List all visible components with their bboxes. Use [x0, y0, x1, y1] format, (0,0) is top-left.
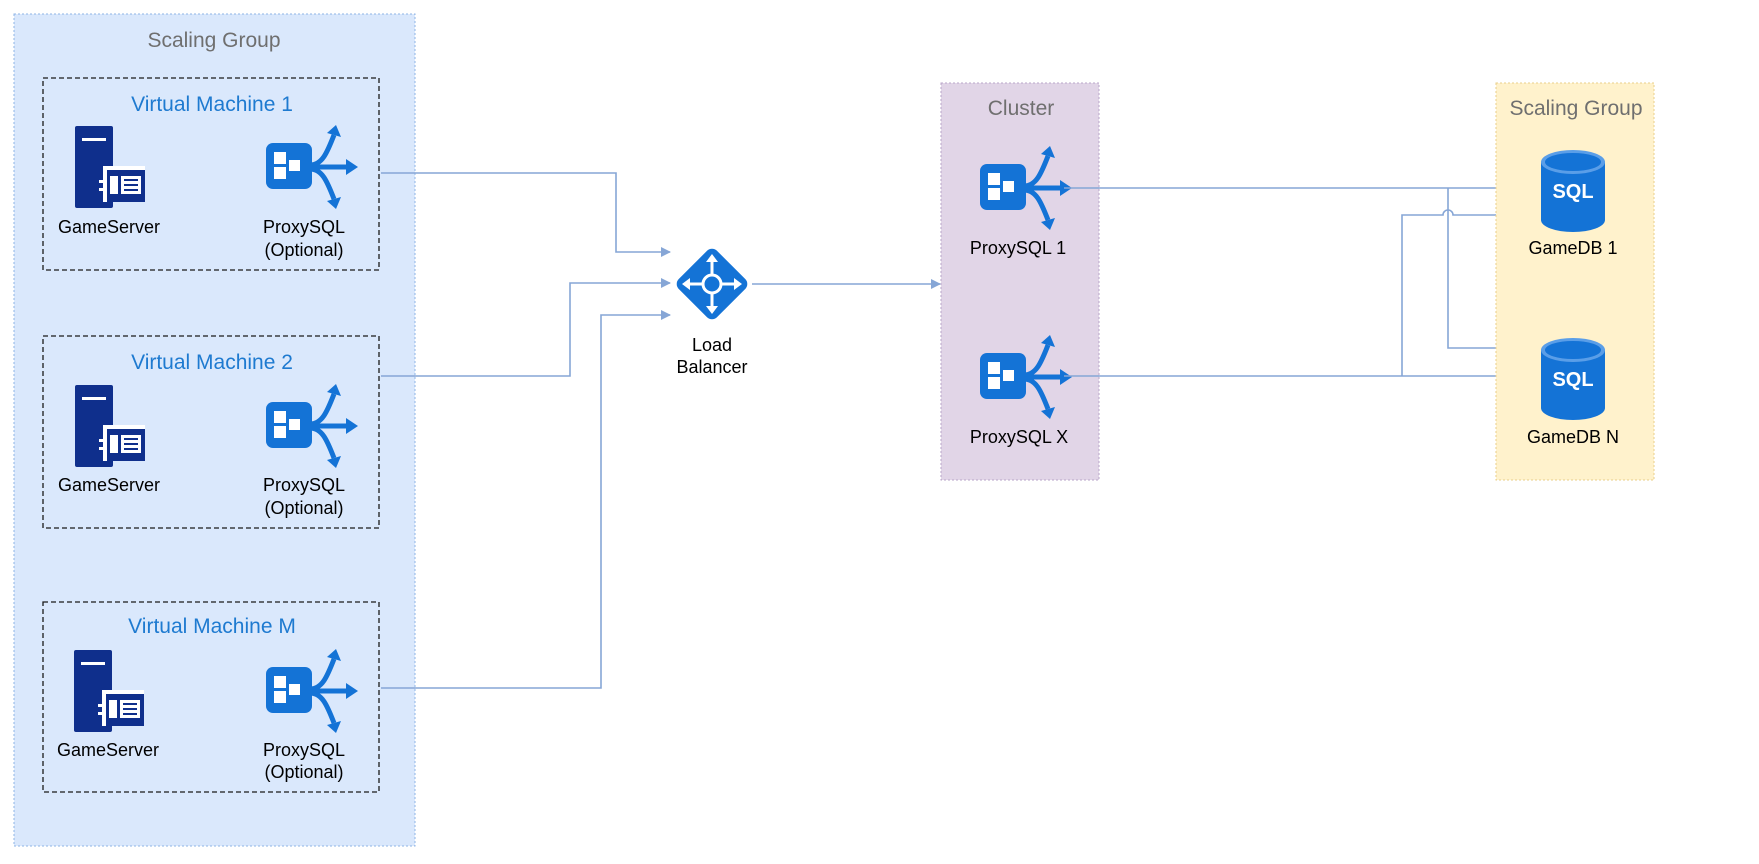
cluster-node-label: ProxySQL 1	[970, 238, 1066, 258]
vm-title: Virtual Machine M	[128, 615, 296, 638]
proxysql-optional-label: (Optional)	[264, 498, 343, 518]
load-balancer: Load Balancer	[676, 248, 748, 377]
vm-title: Virtual Machine 1	[131, 93, 293, 116]
right-scaling-group	[1495, 82, 1655, 481]
load-balancer-label: Load	[692, 335, 732, 355]
game-server-label: GameServer	[58, 217, 160, 237]
game-server-label: GameServer	[57, 740, 159, 760]
sql-icon-text: SQL	[1552, 181, 1593, 203]
load-balancer-label: Balancer	[676, 357, 747, 377]
vm-title: Virtual Machine 2	[131, 351, 293, 374]
proxysql-label: ProxySQL	[263, 740, 345, 760]
proxysql-optional-label: (Optional)	[264, 240, 343, 260]
sql-icon-text: SQL	[1552, 369, 1593, 391]
virtual-machine-1: Virtual Machine 1 GameServer ProxySQL (O…	[42, 77, 380, 271]
left-scaling-group-title: Scaling Group	[147, 29, 280, 52]
cluster-group	[940, 82, 1100, 481]
load-balancer-icon	[676, 248, 748, 320]
database-label: GameDB N	[1527, 427, 1619, 447]
vm-to-loadbalancer-connectors	[381, 172, 671, 689]
cluster-title: Cluster	[988, 97, 1055, 120]
game-server-label: GameServer	[58, 475, 160, 495]
cluster-to-db-connectors	[1064, 183, 1543, 381]
cluster-node-label: ProxySQL X	[970, 427, 1068, 447]
proxysql-label: ProxySQL	[263, 475, 345, 495]
virtual-machine-2: Virtual Machine 2 GameServer ProxySQL (O…	[42, 335, 380, 529]
proxysql-optional-label: (Optional)	[264, 762, 343, 782]
right-scaling-group-title: Scaling Group	[1509, 97, 1642, 120]
gamedb-n: SQL GameDB N	[1527, 338, 1619, 447]
proxysql-label: ProxySQL	[263, 217, 345, 237]
gamedb-1: SQL GameDB 1	[1528, 150, 1618, 258]
database-label: GameDB 1	[1528, 238, 1617, 258]
virtual-machine-m: Virtual Machine M GameServer ProxySQL (O…	[42, 601, 380, 793]
